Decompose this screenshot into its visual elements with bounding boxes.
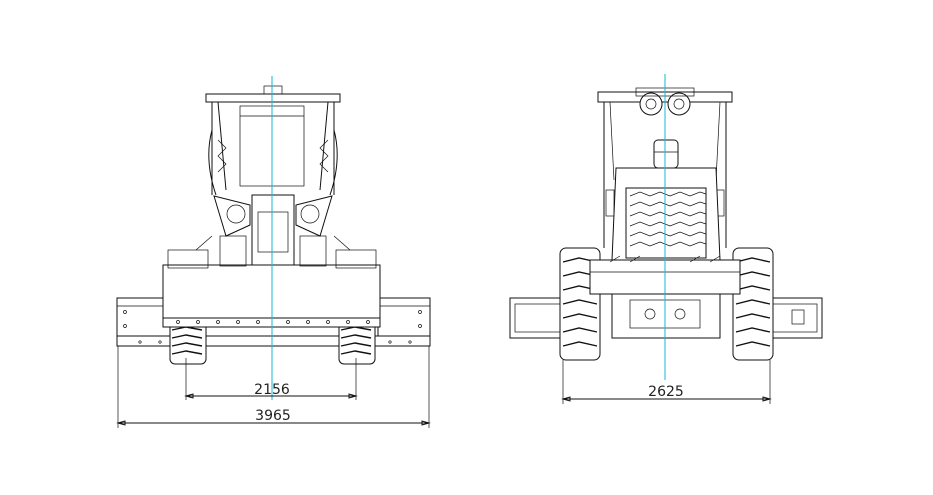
dim-track-rear: 2625 bbox=[648, 384, 684, 400]
dim-track-front: 2156 bbox=[254, 382, 290, 398]
right-beacon-icon bbox=[667, 92, 691, 116]
front-right-tire bbox=[338, 321, 376, 365]
rear-dimensions: 2625 bbox=[561, 360, 772, 404]
dim-overall-width: 3965 bbox=[255, 408, 291, 424]
front-cutting-edge bbox=[116, 335, 431, 347]
left-beacon-icon bbox=[639, 92, 663, 116]
rear-right-tire bbox=[732, 247, 774, 361]
rear-left-blade bbox=[509, 297, 567, 339]
rear-radiator-grille bbox=[625, 187, 707, 259]
front-cab-roof bbox=[205, 93, 341, 103]
front-left-tire bbox=[169, 321, 207, 365]
front-dimensions: 2156 3965 bbox=[116, 346, 431, 428]
rear-right-blade bbox=[767, 297, 823, 339]
front-right-blade bbox=[377, 297, 431, 341]
front-view bbox=[116, 76, 431, 400]
rear-view bbox=[509, 74, 823, 380]
